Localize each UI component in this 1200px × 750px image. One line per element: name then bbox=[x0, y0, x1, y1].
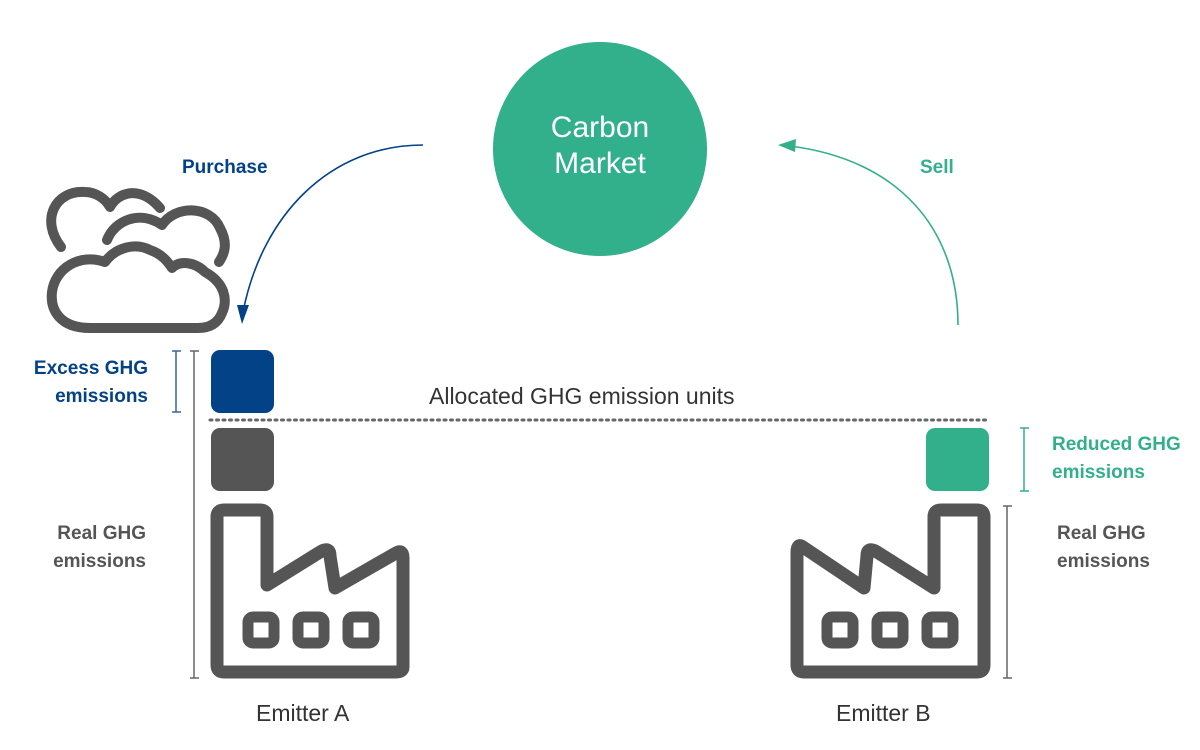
carbon-market-node bbox=[493, 42, 707, 256]
sell-arrowhead bbox=[778, 139, 796, 152]
carbon-market-line1: Carbon bbox=[550, 111, 650, 144]
excess-emission-block bbox=[211, 350, 274, 413]
real-ghg-b-line2: emissions bbox=[1057, 551, 1150, 572]
real-ghg-a-line2: emissions bbox=[53, 551, 146, 572]
reduced-ghg-line1: Reduced GHG bbox=[1052, 434, 1181, 455]
allocated-units-label: Allocated GHG emission units bbox=[429, 383, 735, 409]
factory-icon-b bbox=[790, 503, 991, 679]
purchase-label: Purchase bbox=[182, 157, 268, 178]
factory-icon-a bbox=[210, 503, 410, 679]
allocated-emission-block-a bbox=[211, 428, 274, 491]
purchase-arrow bbox=[242, 144, 424, 313]
carbon-market-label: Carbon Market bbox=[490, 110, 710, 182]
excess-ghg-line2: emissions bbox=[55, 386, 148, 407]
real-ghg-label-a: Real GHG emissions bbox=[0, 520, 146, 576]
excess-bracket bbox=[172, 350, 181, 413]
sell-label: Sell bbox=[920, 157, 954, 178]
reduced-bracket bbox=[1020, 427, 1029, 492]
real-ghg-a-line1: Real GHG bbox=[57, 523, 146, 544]
purchase-arrowhead bbox=[237, 305, 249, 324]
cloud-icon bbox=[46, 186, 230, 333]
excess-ghg-label: Excess GHG emissions bbox=[0, 355, 148, 411]
real-ghg-label-b: Real GHG emissions bbox=[1057, 520, 1150, 576]
excess-ghg-line1: Excess GHG bbox=[33, 358, 148, 379]
real-emissions-bracket-b bbox=[1003, 505, 1012, 679]
reduced-ghg-label: Reduced GHG emissions bbox=[1052, 431, 1181, 487]
emitter-b-name: Emitter B bbox=[836, 700, 931, 726]
emitter-a-name: Emitter A bbox=[256, 700, 350, 726]
carbon-market-line2: Market bbox=[554, 147, 646, 180]
reduced-ghg-line2: emissions bbox=[1052, 462, 1145, 483]
reduced-emission-block bbox=[926, 428, 989, 491]
sell-arrow bbox=[789, 145, 959, 326]
real-emissions-bracket-a bbox=[190, 350, 199, 679]
real-ghg-b-line1: Real GHG bbox=[1057, 523, 1146, 544]
